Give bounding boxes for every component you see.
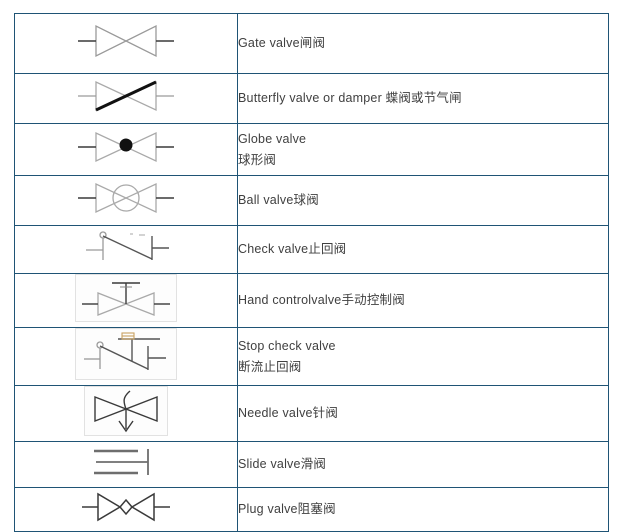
- table-row: Butterfly valve or damper 蝶阀或节气闸: [14, 73, 609, 124]
- butterfly-valve-symbol: [68, 76, 184, 116]
- table-row: Gate valve闸阀: [14, 13, 609, 74]
- description-text-en: Hand controlvalve手动控制阀: [238, 293, 405, 308]
- needle-valve-symbol: [84, 386, 168, 436]
- globe-valve-symbol: [68, 127, 184, 167]
- description-cell-hand-control-valve: Hand controlvalve手动控制阀: [237, 273, 609, 328]
- table-row: Slide valve滑阀: [14, 441, 609, 488]
- table-row: Stop check valve 断流止回阀: [14, 327, 609, 386]
- description-text-en: Check valve止回阀: [238, 242, 347, 257]
- description-text-en: Butterfly valve or damper 蝶阀或节气闸: [238, 91, 462, 106]
- table-row: Hand controlvalve手动控制阀: [14, 273, 609, 328]
- ball-valve-symbol: [68, 177, 184, 219]
- symbol-cell-check-valve: [14, 225, 238, 274]
- description-text-en: Plug valve阻塞阀: [238, 502, 336, 517]
- symbol-cell-needle-valve: [14, 385, 238, 442]
- description-text-en: Stop check valve: [238, 338, 336, 353]
- table-row: Needle valve针阀: [14, 385, 609, 442]
- symbol-cell-slide-valve: [14, 441, 238, 488]
- description-cell-check-valve: Check valve止回阀: [237, 225, 609, 274]
- table-row: Plug valve阻塞阀: [14, 487, 609, 532]
- description-text-en: Ball valve球阀: [238, 193, 319, 208]
- description-cell-slide-valve: Slide valve滑阀: [237, 441, 609, 488]
- description-cell-needle-valve: Needle valve针阀: [237, 385, 609, 442]
- description-cell-gate-valve: Gate valve闸阀: [237, 13, 609, 74]
- symbol-cell-plug-valve: [14, 487, 238, 532]
- valve-symbol-table: Gate valve闸阀: [14, 13, 609, 532]
- description-cell-stop-check-valve: Stop check valve 断流止回阀: [237, 327, 609, 386]
- valve-table-body: Gate valve闸阀: [14, 13, 609, 532]
- check-valve-symbol: [68, 226, 184, 268]
- description-text-en: Globe valve: [238, 131, 307, 146]
- description-cell-plug-valve: Plug valve阻塞阀: [237, 487, 609, 532]
- symbol-cell-ball-valve: [14, 175, 238, 226]
- table-row: Check valve止回阀: [14, 225, 609, 274]
- description-cell-butterfly-valve: Butterfly valve or damper 蝶阀或节气闸: [237, 73, 609, 124]
- gate-valve-symbol: [68, 20, 184, 62]
- symbol-cell-hand-control-valve: [14, 273, 238, 328]
- slide-valve-symbol: [76, 443, 176, 481]
- stop-check-valve-symbol: [75, 328, 177, 380]
- symbol-cell-gate-valve: [14, 13, 238, 74]
- description-text-en: Gate valve闸阀: [238, 36, 326, 51]
- description-text-cn: 断流止回阀: [238, 359, 302, 374]
- table-row: Globe valve 球形阀: [14, 123, 609, 176]
- symbol-cell-butterfly-valve: [14, 73, 238, 124]
- symbol-cell-stop-check-valve: [14, 327, 238, 386]
- description-text-en: Needle valve针阀: [238, 406, 339, 421]
- description-text-en: Slide valve滑阀: [238, 457, 327, 472]
- description-text-cn: 球形阀: [238, 152, 277, 167]
- description-cell-ball-valve: Ball valve球阀: [237, 175, 609, 226]
- description-cell-globe-valve: Globe valve 球形阀: [237, 123, 609, 176]
- table-row: Ball valve球阀: [14, 175, 609, 226]
- symbol-cell-globe-valve: [14, 123, 238, 176]
- plug-valve-symbol: [68, 488, 184, 526]
- hand-control-valve-symbol: [75, 274, 177, 322]
